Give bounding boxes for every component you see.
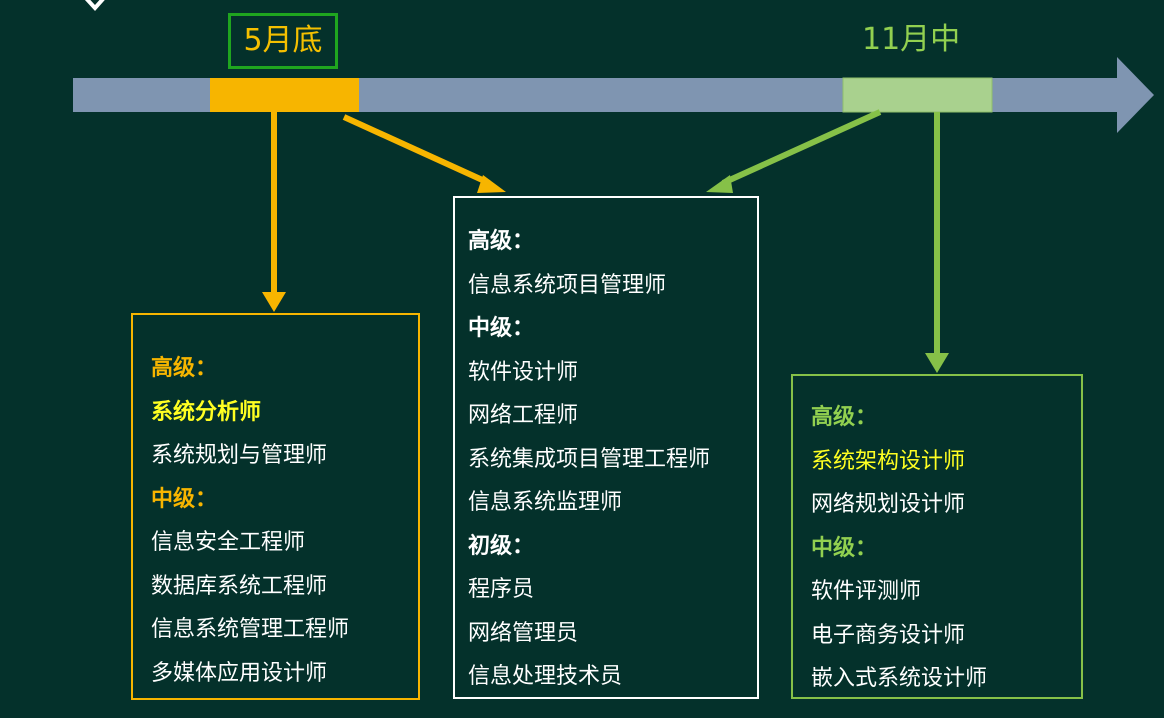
exam-item: 信息安全工程师 (151, 530, 306, 555)
exam-item: 嵌入式系统设计师 (811, 666, 988, 691)
timeline-bar (73, 57, 1154, 133)
level-heading: 中级： (468, 316, 535, 341)
exam-item: 网络工程师 (468, 403, 579, 428)
level-heading: 高级： (468, 229, 535, 254)
shared-exam-list-box: 高级： 信息系统项目管理师中级： 软件设计师网络工程师系统集成项目管理工程师信息系统… (453, 196, 759, 699)
start-date-label: 5月底 (228, 13, 338, 69)
level-heading: 初级： (468, 533, 535, 559)
checkmark-icon (84, 0, 105, 11)
level-heading: 高级： (811, 405, 878, 430)
level-heading: 中级： (811, 535, 878, 561)
arrow-head-middle-from-may (477, 175, 506, 193)
exam-item: 电子商务设计师 (811, 622, 966, 648)
exam-item: 网络规划设计师 (811, 492, 966, 517)
arrow-may-to-middle-box (342, 114, 491, 186)
exam-item: 多媒体应用设计师 (151, 660, 328, 686)
exam-item: 系统架构设计师 (811, 448, 966, 474)
arrow-head-left-box (262, 292, 286, 312)
exam-item: 网络管理员 (468, 620, 579, 646)
arrow-head-right-box (925, 353, 949, 373)
november-marker (842, 77, 993, 113)
exam-item: 信息系统监理师 (468, 490, 623, 515)
exam-item: 软件评测师 (811, 579, 922, 604)
exam-item: 信息处理技术员 (468, 664, 623, 689)
level-heading: 高级： (151, 356, 218, 381)
arrow-november-to-middle-box (721, 109, 882, 186)
exam-item: 系统分析师 (151, 399, 262, 425)
may-marker (210, 78, 359, 112)
november-exam-list-box: 高级： 系统架构设计师网络规划设计师中级： 软件评测师电子商务设计师嵌入式系统设计师 (791, 374, 1083, 699)
arrow-head-middle-from-november (706, 175, 733, 193)
end-date-label: 11月中 (862, 22, 961, 57)
exam-item: 数据库系统工程师 (151, 573, 328, 599)
exam-item: 程序员 (468, 577, 535, 602)
start-date-text: 5月底 (243, 23, 323, 58)
exam-item: 信息系统项目管理师 (468, 272, 667, 298)
exam-item: 软件设计师 (468, 359, 579, 385)
may-exam-list-box: 高级： 系统分析师系统规划与管理师中级： 信息安全工程师数据库系统工程师信息系统管理… (131, 313, 420, 700)
exam-item: 系统集成项目管理工程师 (468, 446, 711, 472)
level-heading: 中级： (151, 486, 218, 512)
exam-item: 系统规划与管理师 (151, 443, 328, 468)
exam-item: 信息系统管理工程师 (151, 617, 350, 642)
